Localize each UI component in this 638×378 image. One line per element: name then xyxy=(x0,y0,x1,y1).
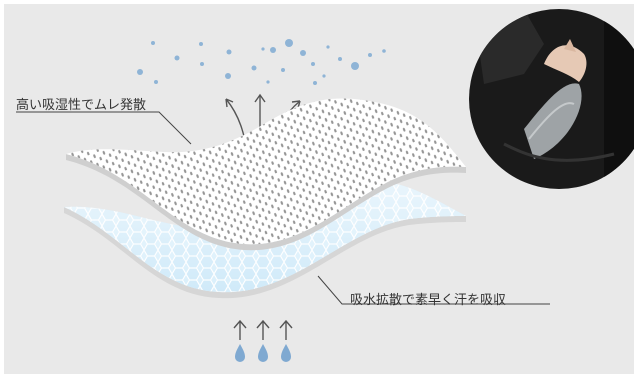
garment-photo-inset xyxy=(469,9,634,189)
arrow-up-icon xyxy=(233,319,293,340)
mesh-top-layer xyxy=(66,98,466,251)
moisture-release-label: 高い吸湿性でムレ発散 xyxy=(16,98,147,113)
vapor-particles xyxy=(137,39,386,85)
fabric-layers-illustration xyxy=(16,9,634,362)
sweat-absorption-label: 吸水拡散で素早く汗を吸収 xyxy=(350,293,507,308)
illustration-stage: 高い吸湿性でムレ発散 吸水拡散で素早く汗を吸収 xyxy=(4,4,634,374)
water-drop-icon xyxy=(235,344,291,362)
callout-lines xyxy=(16,111,550,305)
